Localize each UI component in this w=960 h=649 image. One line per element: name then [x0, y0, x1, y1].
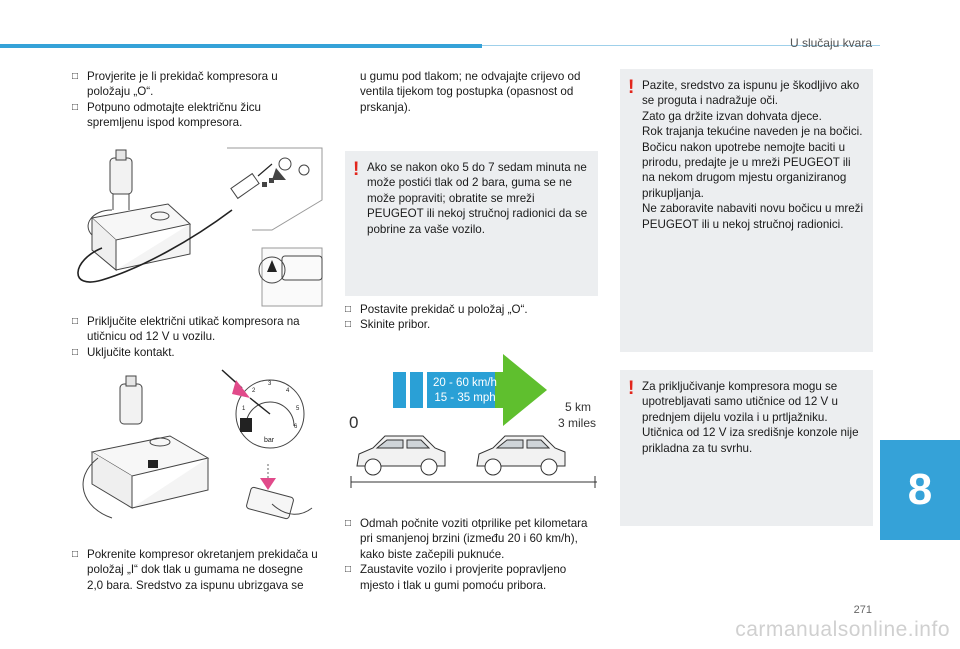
compressor-gauge-illustration: 1 2 3 4 5 6 bar [82, 369, 313, 520]
header-accent-bar [0, 44, 482, 48]
power-plug [230, 172, 260, 200]
distance-miles: 3 miles [558, 416, 596, 430]
speed-band [427, 372, 503, 408]
start-label: 0 [349, 413, 358, 432]
header-rule [482, 45, 880, 46]
direction-arrow [503, 354, 547, 426]
gauge-unit: bar [264, 437, 275, 444]
bullet-item: Postavite prekidač u položaj „O“. [345, 302, 595, 318]
gauge-tick: 2 [252, 388, 256, 394]
bullet-item: Provjerite je li prekidač kompresora u p… [72, 69, 312, 100]
gauge-tick: 5 [296, 406, 300, 412]
watermark: carmanualsonline.info [735, 618, 950, 641]
bullet-item: Potpuno odmotajte električnu žicu spreml… [72, 100, 312, 131]
bullet-item: Uključite kontakt. [72, 345, 312, 361]
speed-band [393, 372, 406, 408]
warning-box-sealant: ! Pazite, sredstvo za ispunu je škodljiv… [620, 69, 873, 352]
warning-icon: ! [628, 77, 635, 98]
gauge-tick: 4 [286, 388, 290, 394]
car-start [356, 435, 446, 476]
warning-box-socket: ! Za priključivanje kompresora mogu se u… [620, 370, 873, 526]
distance-km: 5 km [565, 400, 591, 414]
warning-text: Ako se nakon oko 5 do 7 sedam minuta ne … [367, 161, 588, 236]
speed-band [410, 372, 423, 408]
warning-icon: ! [353, 159, 360, 180]
instruction-block-5: Odmah počnite voziti otprilike pet kilom… [345, 516, 598, 593]
gauge-tick: 3 [268, 381, 272, 387]
instruction-block-2: Priključite električni utikač kompresora… [72, 314, 312, 361]
page-number: 271 [853, 604, 872, 616]
car-end [476, 435, 566, 476]
warning-text: Za priključivanje kompresora mogu se upo… [642, 380, 859, 455]
bullet-item: Zaustavite vozilo i provjerite popravlje… [345, 562, 598, 593]
bullet-item: Skinite pribor. [345, 317, 595, 333]
gauge-tick: 1 [242, 406, 246, 412]
bullet-item: Priključite električni utikač kompresora… [72, 314, 312, 345]
bullet-item: Odmah počnite voziti otprilike pet kilom… [345, 516, 598, 562]
sealant-bottle [109, 157, 133, 195]
speed-kmh: 20 - 60 km/h [433, 377, 497, 389]
chapter-tab: 8 [880, 440, 960, 540]
warning-icon: ! [628, 378, 635, 399]
speed-distance-diagram: 20 - 60 km/h 15 - 35 mph 0 5 km 3 miles [349, 354, 597, 488]
instruction-block-3: Pokrenite kompresor okretanjem prekidača… [72, 547, 322, 593]
speed-mph: 15 - 35 mph [434, 392, 495, 404]
warning-box-pressure: ! Ako se nakon oko 5 do 7 sedam minuta n… [345, 151, 598, 296]
compressor-plug-illustration [77, 147, 323, 307]
section-title: U slučaju kvara [789, 36, 872, 50]
instruction-block-1: Provjerite je li prekidač kompresora u p… [72, 69, 312, 131]
sealant-bottle [119, 383, 143, 425]
continued-text: u gumu pod tlakom; ne odvajajte crijevo … [360, 70, 581, 114]
instruction-block-4: Postavite prekidač u položaj „O“. Skinit… [345, 302, 595, 333]
bullet-item: Pokrenite kompresor okretanjem prekidača… [72, 547, 322, 593]
warning-text: Pazite, sredstvo za ispunu je škodljivo … [642, 79, 864, 231]
gauge-tick: 6 [294, 424, 298, 430]
